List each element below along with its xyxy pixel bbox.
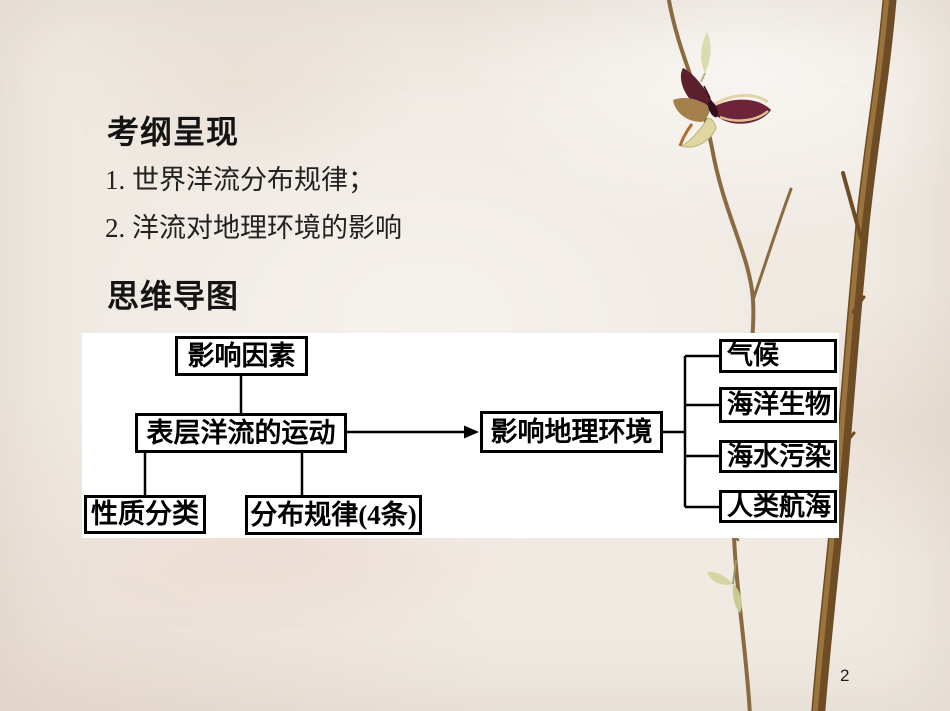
- node-branch-marine-life: 海洋生物: [719, 387, 837, 423]
- thick-twig-spur-icon: [841, 171, 863, 240]
- syllabus-item-2: 2. 洋流对地理环境的影响: [105, 213, 402, 243]
- arrowhead-icon: [464, 425, 479, 439]
- node-distribution-rules: 分布规律(4条): [245, 495, 422, 535]
- node-nature-classification: 性质分类: [84, 495, 206, 534]
- node-environment-impact: 影响地理环境: [480, 411, 663, 453]
- thick-twig-nub-icon: [842, 295, 866, 447]
- twig-branch-decoration-icon: [666, 0, 897, 711]
- bottom-sprig-icon: [707, 559, 742, 613]
- thick-twig-icon: [811, 0, 897, 711]
- mindmap-title: 思维导图: [107, 278, 240, 314]
- node-surface-current: 表层洋流的运动: [135, 413, 347, 453]
- node-branch-climate: 气候: [719, 339, 837, 373]
- top-leaf-icon: [700, 32, 711, 83]
- node-influencing-factors: 影响因素: [175, 336, 308, 376]
- syllabus-title: 考纲呈现: [107, 114, 240, 150]
- thin-twig-spur-icon: [751, 187, 793, 302]
- node-branch-navigation: 人类航海: [719, 490, 837, 523]
- mindmap-connectors: [143, 354, 719, 509]
- syllabus-item-1: 1. 世界洋流分布规律；: [105, 165, 375, 195]
- thick-twig-highlight-icon: [812, 0, 889, 711]
- butterfly-leaf-decoration-icon: [673, 68, 771, 148]
- node-branch-sea-pollution: 海水污染: [719, 440, 837, 473]
- page-number: 2: [840, 666, 850, 685]
- mindmap-diagram: 影响因素 表层洋流的运动 性质分类 分布规律(4条) 影响地理环境 气候 海洋生…: [82, 333, 839, 538]
